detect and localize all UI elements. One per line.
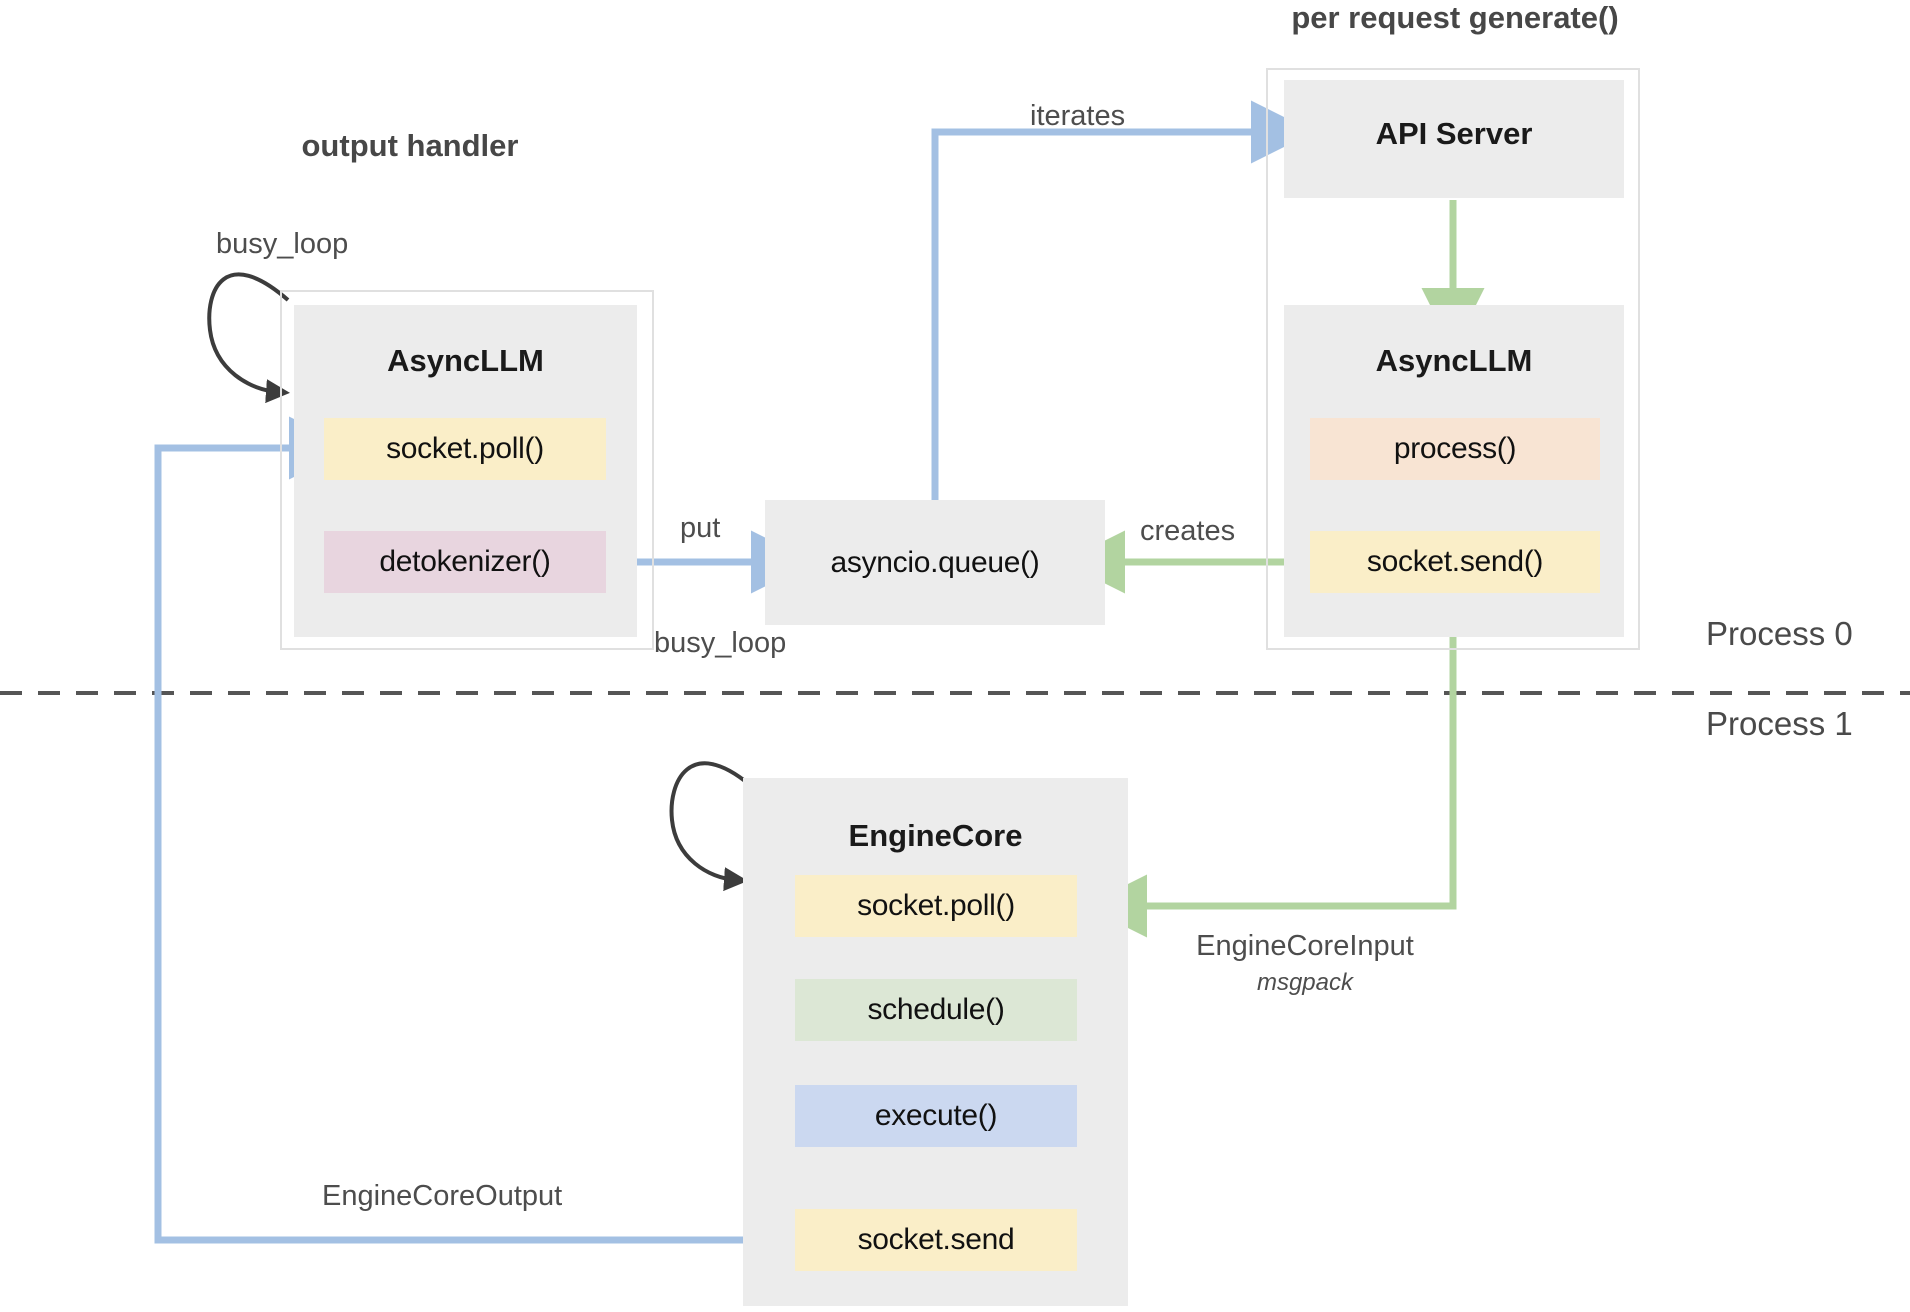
put-label: put	[680, 512, 721, 544]
engine-core-output-label: EngineCoreOutput	[322, 1180, 563, 1212]
creates-label: creates	[1140, 515, 1236, 547]
api-asyncllm-title: AsyncLLM	[1375, 343, 1533, 378]
engine-core-input-label: EngineCoreInput	[1196, 930, 1414, 962]
api-asyncllm-item-socket-send-label: socket.send()	[1366, 545, 1544, 578]
api-asyncllm-item-socket-send[interactable]: socket.send()	[1310, 531, 1600, 593]
api-server-title: API Server	[1375, 116, 1533, 151]
section-title-output-handler: output handler	[301, 128, 519, 163]
output-handler-item-socket-poll[interactable]: socket.poll()	[324, 418, 606, 480]
busy-loop-label-output-handler: busy_loop	[216, 228, 349, 260]
output-handler-item-socket-poll-label: socket.poll()	[386, 432, 544, 465]
engine-core-item-socket-poll-label: socket.poll()	[857, 889, 1015, 922]
engine-core-item-execute[interactable]: execute()	[795, 1085, 1077, 1147]
asyncio-queue-box[interactable]: asyncio.queue()	[765, 500, 1105, 625]
api-asyncllm-item-process[interactable]: process()	[1310, 418, 1600, 480]
per-request-generate-frame	[1266, 68, 1640, 650]
engine-core-item-socket-send-label: socket.send	[857, 1223, 1015, 1256]
engine-core-item-schedule[interactable]: schedule()	[795, 979, 1077, 1041]
engine-core-title: EngineCore	[848, 818, 1023, 853]
engine-core-input-sublabel: msgpack	[1256, 969, 1354, 996]
engine-core-item-socket-poll[interactable]: socket.poll()	[795, 875, 1077, 937]
iterates-label: iterates	[1030, 100, 1126, 132]
busy-loop-arrow-output-handler	[207, 272, 290, 404]
busy-loop-arrow-engine-core	[669, 761, 752, 892]
process-1-label: Process 1	[1706, 705, 1853, 742]
iterates-arrow	[931, 100, 1314, 500]
output-handler-item-detokenizer[interactable]: detokenizer()	[324, 531, 606, 593]
asyncio-queue-label-wrap: asyncio.queue()	[765, 500, 1105, 625]
section-title-per-request-generate: per request generate()	[1291, 0, 1619, 35]
output-handler-asyncllm-title: AsyncLLM	[387, 343, 544, 378]
busy-loop-label-engine-core: busy_loop	[654, 627, 787, 659]
output-handler-frame	[280, 290, 654, 650]
asyncio-queue-label: asyncio.queue()	[830, 545, 1040, 579]
engine-core-item-schedule-label: schedule()	[867, 993, 1005, 1026]
engine-core-item-socket-send[interactable]: socket.send	[795, 1209, 1077, 1271]
output-handler-item-detokenizer-label: detokenizer()	[379, 545, 551, 578]
api-server-box[interactable]: API Server	[1284, 80, 1624, 198]
process-0-label: Process 0	[1706, 615, 1853, 652]
api-asyncllm-item-process-label: process()	[1393, 432, 1517, 465]
engine-core-item-execute-label: execute()	[874, 1099, 998, 1132]
